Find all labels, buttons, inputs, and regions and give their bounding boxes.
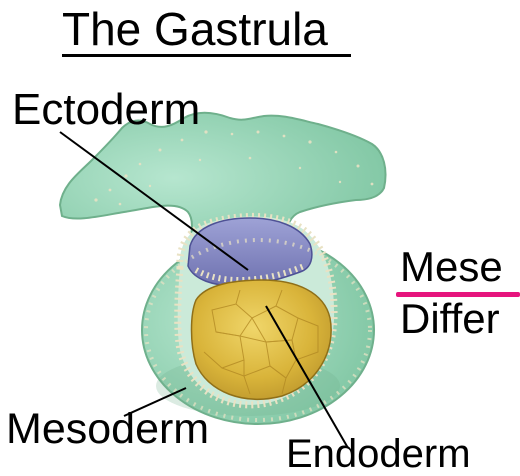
side-text-line-2: Differ <box>400 298 500 340</box>
side-text-line-1: Mese <box>400 246 503 288</box>
title-underline <box>62 54 351 57</box>
diagram-title: The Gastrula <box>62 6 328 52</box>
label-endoderm: Endoderm <box>286 434 471 474</box>
label-mesoderm: Mesoderm <box>6 408 209 451</box>
label-ectoderm: Ectoderm <box>12 88 200 132</box>
